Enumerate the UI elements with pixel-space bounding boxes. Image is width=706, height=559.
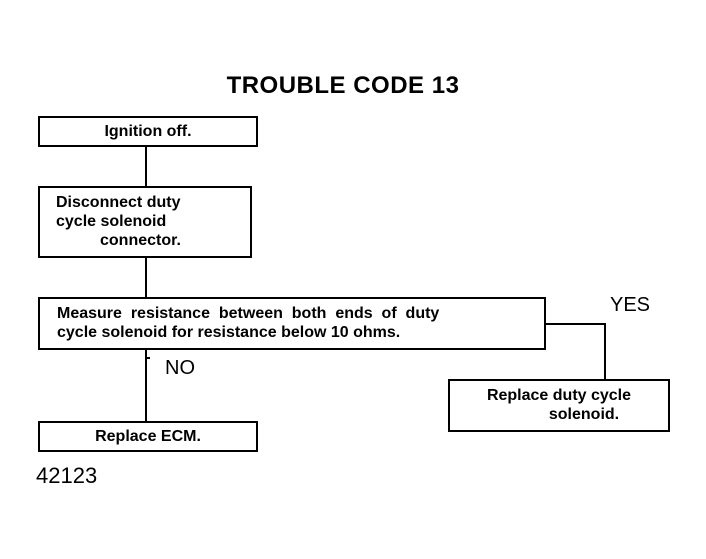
connector-measure-to-replace-ecm (145, 350, 147, 421)
step-ignition-off: Ignition off. (38, 116, 258, 147)
step-replace-ecm-text: Replace ECM. (95, 428, 201, 445)
step-replace-solenoid: Replace duty cycle solenoid. (448, 379, 670, 432)
step-measure-line2: cycle solenoid for resistance below 10 o… (57, 324, 401, 341)
step-disconnect-line1: Disconnect duty (56, 194, 181, 211)
step-ignition-off-text: Ignition off. (104, 123, 192, 140)
connector-disconnect-to-measure (145, 258, 147, 297)
step-disconnect-line2: cycle solenoid (56, 213, 167, 230)
step-replace-ecm: Replace ECM. (38, 421, 258, 452)
branch-label-yes: YES (610, 294, 651, 316)
diagram-title: TROUBLE CODE 13 (226, 72, 460, 99)
step-measure-line1: Measure resistance between both ends of … (57, 305, 440, 322)
connector-ignition-to-disconnect (145, 147, 147, 186)
step-disconnect-solenoid: Disconnect duty cycle solenoid connector… (38, 186, 252, 258)
connector-yes-horizontal (546, 323, 606, 325)
figure-number: 42123 (36, 463, 98, 488)
step-replace-solenoid-line1: Replace duty cycle (486, 387, 632, 404)
no-branch-tick (146, 357, 150, 359)
connector-yes-vertical (604, 323, 606, 379)
step-replace-solenoid-line2: solenoid. (548, 406, 620, 423)
step-measure-resistance: Measure resistance between both ends of … (38, 297, 546, 350)
step-disconnect-line3: connector. (100, 232, 181, 249)
branch-label-no: NO (165, 357, 195, 379)
